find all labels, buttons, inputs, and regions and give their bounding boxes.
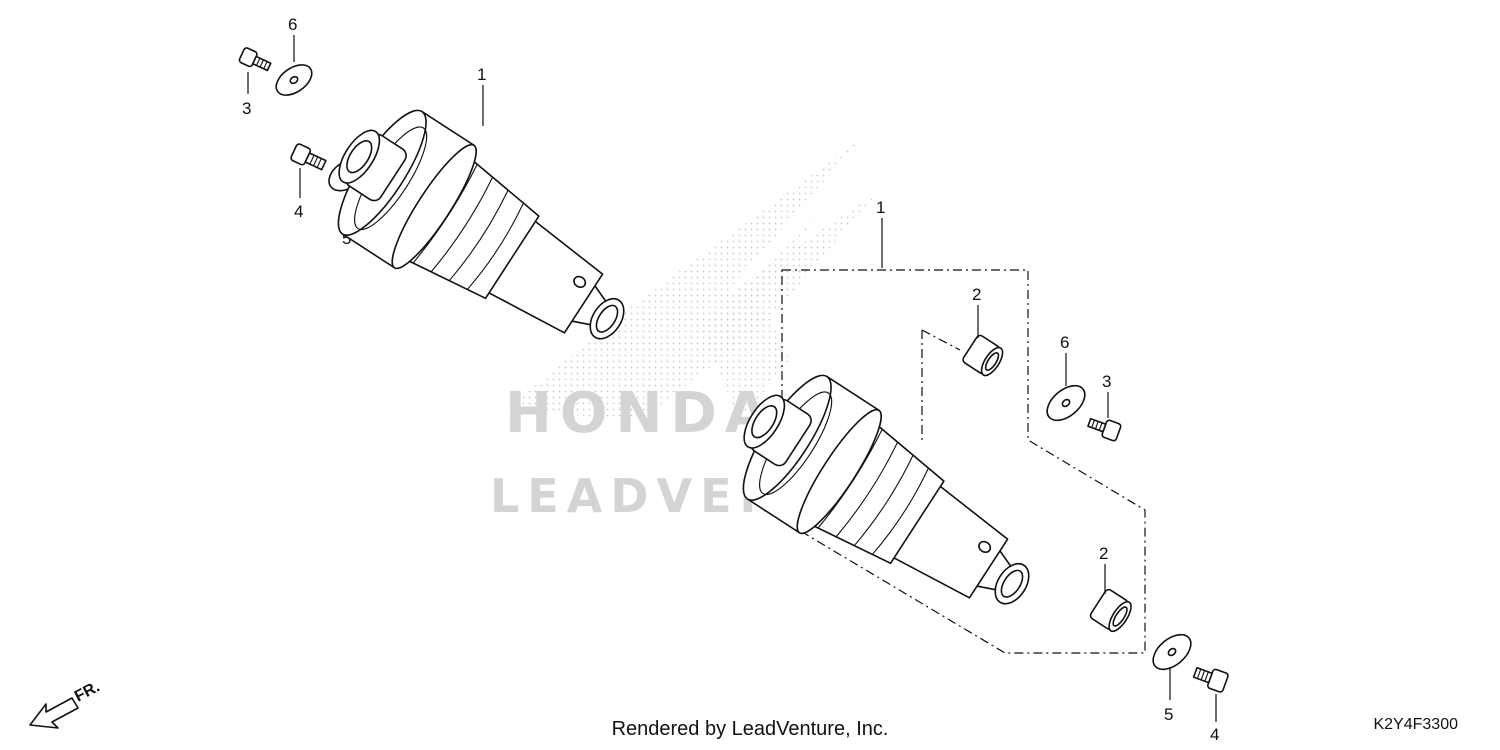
bolt-icon (1087, 417, 1122, 442)
diagram-code: K2Y4F3300 (1373, 716, 1458, 733)
callout-6-upper-left: 6 (288, 15, 297, 34)
watermark: HONDA LEADVENTURE (490, 140, 946, 523)
bushing-icon (1089, 588, 1132, 633)
bolt-icon (1192, 666, 1229, 693)
assembly-outline (781, 269, 1146, 654)
callout-2-upper-bushing: 2 (972, 285, 981, 304)
washer-icon (1046, 384, 1086, 422)
washer-icon (1152, 633, 1192, 671)
washer-icon (275, 64, 313, 96)
shock-absorber-right (742, 374, 1030, 605)
brand-watermark: HONDA (505, 381, 776, 446)
bolt-icon (238, 47, 272, 72)
honda-wing-watermark (505, 140, 880, 420)
bolt-icon (290, 143, 327, 171)
callout-2-lower-bushing: 2 (1099, 544, 1108, 563)
callout-4-upper-left: 4 (294, 202, 303, 221)
front-label: FR. (72, 678, 103, 705)
callout-4-right: 4 (1210, 725, 1219, 744)
callout-5-right: 5 (1164, 705, 1173, 724)
callout-1-left-shock: 1 (477, 65, 486, 84)
callout-3-right: 3 (1102, 372, 1111, 391)
footer-credit: Rendered by LeadVenture, Inc. (611, 718, 889, 740)
bushing-icon (962, 334, 1004, 377)
callout-6-right: 6 (1060, 333, 1069, 352)
callout-1-right-shock: 1 (876, 198, 885, 217)
arrow-icon (29, 697, 79, 729)
shock-absorber-left (337, 109, 625, 340)
hardware-right: 2 6 3 2 5 4 (962, 285, 1229, 744)
callout-3-upper-left: 3 (242, 99, 251, 118)
callout-5-upper-left: 5 (342, 229, 351, 248)
